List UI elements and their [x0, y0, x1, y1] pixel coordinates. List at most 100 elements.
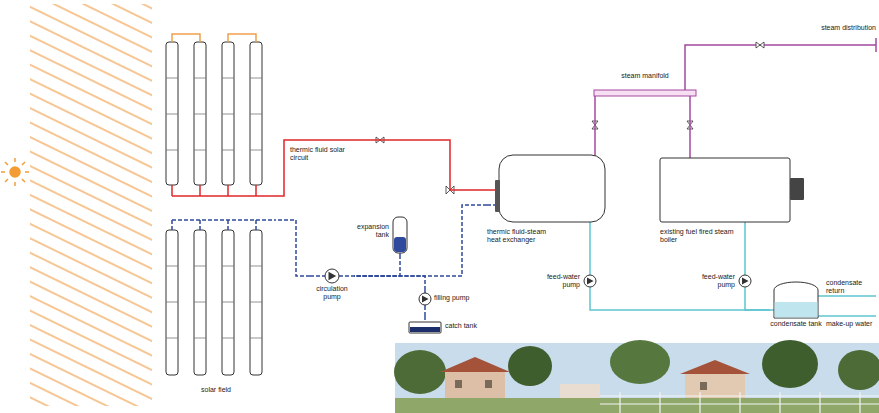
shape-outline — [655, 150, 815, 262]
tank-shell — [409, 322, 441, 333]
pipe-stub — [172, 34, 200, 42]
pipe-label: steam distribution — [818, 24, 876, 32]
pipe-stub — [166, 150, 178, 151]
pipe-stub — [199, 220, 201, 230]
component-label: feed-water pump — [530, 273, 580, 289]
pipe-stub — [222, 266, 234, 267]
pipe-stub — [744, 268, 746, 275]
pipe-stub — [199, 185, 201, 196]
pipe-stub — [222, 302, 234, 303]
pipe-stub — [222, 150, 234, 151]
burner — [790, 178, 804, 200]
pipe-stub — [194, 338, 206, 339]
pipe-stub — [589, 268, 591, 275]
pipe-stub — [228, 34, 256, 42]
pipe-stub — [250, 78, 262, 79]
pipe-label: make-up water — [826, 320, 876, 328]
component-label: condensate tank — [766, 320, 826, 328]
pipe-stub — [227, 185, 229, 196]
pipe-stub — [310, 275, 325, 277]
component-label: solar field — [158, 386, 274, 394]
pipe-stub — [250, 266, 262, 267]
pump-symbol — [739, 275, 751, 287]
pipe-stub — [166, 266, 178, 267]
pump-arrow — [422, 295, 429, 302]
pipe-stub — [194, 150, 206, 151]
component-label: catch tank — [445, 322, 487, 330]
tank-shell — [393, 217, 407, 253]
pipe-line — [689, 100, 691, 150]
pipe-line — [594, 100, 596, 150]
pipe-stub — [222, 338, 234, 339]
pump-arrow — [329, 272, 337, 280]
tank-fluid — [410, 327, 440, 332]
pipe-stub — [250, 338, 262, 339]
collector-tube — [222, 42, 234, 185]
pipe-stub — [166, 78, 178, 79]
collector-tube — [194, 42, 206, 185]
pipe-stub — [166, 302, 178, 303]
pump-symbol — [584, 275, 596, 287]
catch-tank: catch tank — [405, 316, 487, 336]
pipe-stub — [250, 302, 262, 303]
component-label: filling pump — [434, 294, 481, 302]
component-label: steam manifold — [590, 72, 700, 80]
collector-tube — [166, 230, 178, 375]
pipe-stub — [770, 309, 774, 311]
pipe-line — [424, 308, 426, 316]
pipe-label: condensate return — [826, 279, 876, 295]
feed-water-pump: feed-water pump — [530, 268, 600, 294]
component-label: thermic fluid-steam heat exchanger — [487, 228, 559, 244]
expansion-tank: expansion tank — [345, 215, 415, 255]
pipe-stub — [399, 253, 401, 255]
shape-outline — [487, 150, 617, 262]
pipe-stub — [250, 114, 262, 115]
pipe-line — [589, 262, 591, 268]
pump-symbol — [419, 293, 431, 305]
pipe-line — [354, 205, 487, 276]
pipe-stub — [166, 114, 178, 115]
pipe-line — [744, 262, 746, 268]
pipe-stub — [589, 221, 591, 262]
pipe-line — [274, 140, 487, 196]
exchanger-shell — [499, 155, 605, 222]
collector-tube — [250, 230, 262, 375]
pipe-line — [274, 220, 310, 276]
filling-pump: filling pump — [415, 290, 481, 308]
collector-tube — [222, 230, 234, 375]
steam-manifold: steam manifold — [590, 70, 700, 100]
condensate-tank: condensate tank — [770, 278, 822, 336]
tank-shell — [774, 282, 818, 318]
pipe-line — [590, 294, 770, 310]
pipe-stub — [744, 287, 746, 294]
pipe-stub — [689, 150, 691, 158]
pipe-stub — [227, 220, 229, 230]
pipe-stub — [589, 287, 591, 294]
pipe-stub — [194, 302, 206, 303]
pipe-stub — [194, 78, 206, 79]
pipe-stub — [172, 195, 274, 197]
pump-arrow — [587, 277, 594, 284]
pipe-stub — [255, 185, 257, 196]
pump-symbol — [325, 269, 339, 283]
feed-water-pump: feed-water pump — [685, 268, 755, 294]
pipe-stub — [222, 114, 234, 115]
circulation-pump: circulation pump — [310, 266, 354, 306]
pipe-stub — [166, 338, 178, 339]
collector-tube — [250, 42, 262, 185]
component-label: feed-water pump — [685, 273, 735, 289]
collector-tube — [194, 230, 206, 375]
steam-boiler: existing fuel fired steam boiler — [655, 150, 815, 262]
condensate-pipes — [818, 296, 876, 316]
pipe-stub — [339, 275, 354, 277]
pipe-stub — [222, 78, 234, 79]
pipe-stub — [171, 185, 173, 196]
shape-outline — [685, 268, 755, 294]
steam-distribution-pipe — [685, 38, 876, 90]
component-label: existing fuel fired steam boiler — [660, 228, 735, 244]
pipe-line — [745, 294, 770, 310]
component-label: circulation pump — [310, 285, 354, 301]
pipe-stub — [194, 266, 206, 267]
shape-outline — [770, 278, 822, 336]
